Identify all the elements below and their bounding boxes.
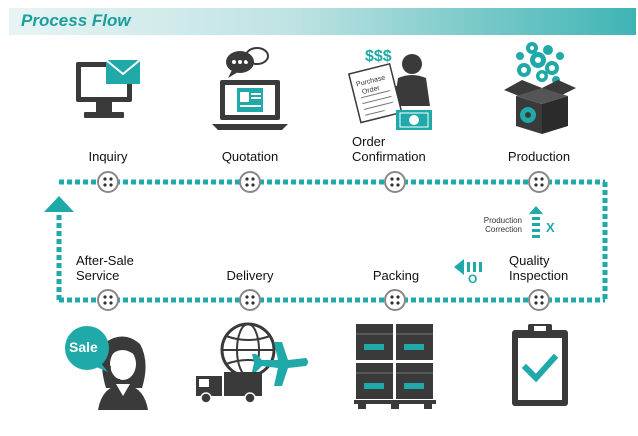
sale-badge-text: Sale	[69, 339, 98, 355]
stage-label-production: Production	[507, 149, 571, 164]
correction-left-arrow-icon	[454, 259, 482, 275]
flow-node	[97, 289, 119, 311]
monitor-envelope-icon	[76, 59, 141, 118]
header-bar: Process Flow	[9, 8, 636, 35]
stage-label-quotation: Quotation	[221, 149, 279, 164]
correction-x-mark: X	[546, 220, 555, 235]
order-icon-group: $$$ Purchase Order	[340, 46, 436, 134]
stage-label-after-sale-service: After-Sale Service	[76, 253, 134, 283]
stage-label-packing: Packing	[372, 268, 420, 283]
production-correction-label: Production Correction	[483, 216, 522, 234]
customer-service-icon	[65, 326, 148, 410]
production-box-icon	[504, 42, 576, 134]
flow-node	[239, 289, 261, 311]
flow-node	[528, 289, 550, 311]
dollars-text: $$$	[365, 48, 392, 65]
packing-boxes-icon	[354, 324, 436, 409]
laptop-chat-icon	[212, 47, 288, 130]
after-sale-icon-group: Sale	[62, 322, 154, 410]
flow-arrow-up-icon	[44, 196, 74, 212]
stage-label-inquiry: Inquiry	[88, 149, 128, 164]
clipboard-check-icon	[512, 324, 568, 406]
flow-node	[528, 171, 550, 193]
delivery-globe-truck-plane-icon	[196, 322, 308, 404]
correction-up-arrow-icon	[529, 206, 543, 238]
page-title: Process Flow	[21, 11, 131, 30]
stage-label-delivery: Delivery	[226, 268, 274, 283]
stage-label-quality-inspection: Quality Inspection	[509, 253, 569, 283]
flow-node	[97, 171, 119, 193]
stage-label-order-confirmation: Order Confirmation	[352, 134, 426, 164]
flow-node	[384, 171, 406, 193]
flow-node	[239, 171, 261, 193]
flow-node	[384, 289, 406, 311]
purchase-order-icon	[347, 54, 432, 130]
correction-o-mark: O	[468, 272, 478, 286]
